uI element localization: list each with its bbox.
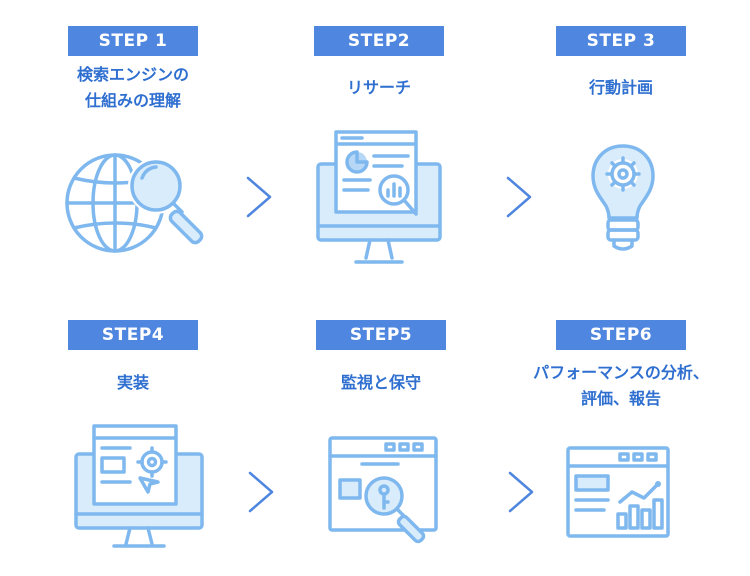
chevron-right-icon (506, 176, 532, 218)
step4-badge: STEP4 (68, 320, 198, 350)
step2-badge: STEP2 (314, 26, 444, 56)
lightbulb-gear-icon (591, 144, 655, 251)
step1-badge: STEP 1 (68, 26, 198, 56)
step5-badge: STEP5 (316, 320, 446, 350)
chevron-right-icon (508, 471, 534, 513)
step4-title: 実装 (116, 373, 149, 392)
monitor-research-icon (316, 130, 442, 264)
browser-analytics-icon (566, 446, 670, 538)
step3-badge: STEP 3 (556, 26, 686, 56)
chevron-right-icon (246, 176, 272, 218)
step3-title: 行動計画 (588, 78, 653, 97)
step5-title: 監視と保守 (340, 373, 421, 392)
browser-key-search-icon (328, 436, 438, 544)
step6-title: パフォーマンスの分析、 評価、報告 (533, 363, 709, 408)
globe-magnifier-icon (65, 153, 204, 253)
monitor-implementation-icon (74, 424, 204, 548)
step2-title: リサーチ (346, 78, 411, 97)
step1-title: 検索エンジンの 仕組みの理解 (76, 65, 189, 110)
chevron-right-icon (248, 471, 274, 513)
step6-badge: STEP6 (556, 320, 686, 350)
